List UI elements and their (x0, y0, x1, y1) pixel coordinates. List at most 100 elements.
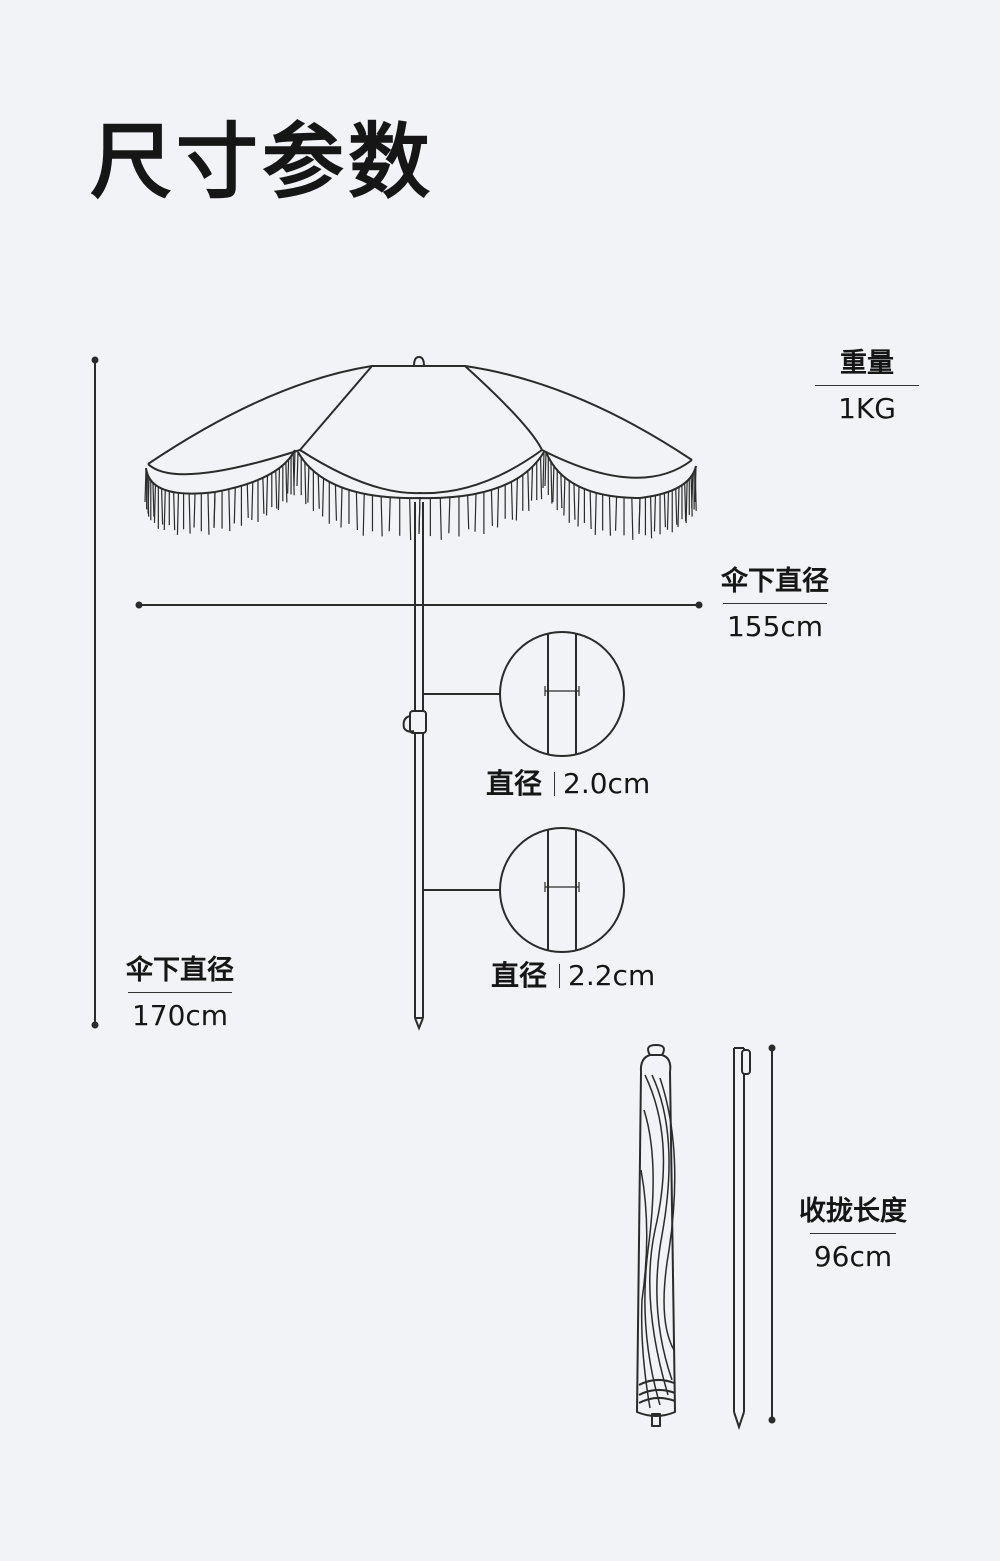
fringe-strand (467, 495, 470, 530)
fringe-strand (153, 484, 157, 523)
weight-label: 重量 (840, 348, 894, 379)
weight-rule (815, 385, 919, 386)
fringe-strand (296, 451, 299, 487)
lower-pole-diameter-label: 直径 (491, 959, 548, 992)
fringe-strand (539, 457, 543, 500)
canopy-diameter-value: 155cm (726, 610, 824, 643)
fringe-strand (285, 462, 288, 503)
fringe-strand (527, 470, 530, 511)
fringe-strand (213, 491, 216, 527)
fringe-strand (176, 492, 180, 535)
fringe-strand (409, 498, 412, 541)
folded-length-dimension-line (768, 1044, 776, 1424)
fringe-strand (496, 487, 500, 528)
folded-length-value: 96cm (813, 1240, 893, 1273)
lower-pole-diameter-value: 2.2cm (568, 959, 656, 992)
fringe-strand (251, 481, 254, 521)
fringe-strand (340, 487, 343, 528)
fringe-strand (675, 488, 678, 525)
fringe-strand (388, 497, 391, 532)
fringe-strand (144, 467, 147, 503)
lower-pole-detail (499, 827, 625, 953)
separator (559, 964, 561, 988)
total-height-rule (128, 992, 232, 993)
weight-spec: 重量 1KG (815, 345, 919, 428)
fringe-strand (608, 495, 612, 536)
fringe-strand (631, 497, 634, 540)
fringe-strand (638, 497, 641, 533)
upper-pole-detail (499, 631, 625, 757)
fringe-strand (677, 486, 680, 528)
umbrella-pole (402, 502, 427, 1031)
fringe-strand (334, 484, 338, 521)
fringe-strand (573, 483, 576, 520)
fringe-strand (474, 493, 477, 532)
fringe-strand (275, 470, 278, 509)
umbrella-canopy (145, 356, 697, 500)
fringe-strand (666, 491, 670, 530)
fringe-strand (228, 489, 231, 532)
folded-length-rule (810, 1233, 896, 1234)
fringe-strand (663, 493, 666, 528)
lower-pole-diameter: 直径 2.2cm (491, 956, 655, 996)
fringe-strand (193, 493, 196, 528)
fringe-strand (448, 497, 451, 534)
fringe-strand (307, 466, 310, 503)
canopy-diameter-rule (723, 603, 827, 604)
fringe-strand (321, 478, 325, 517)
fringe-strand (292, 453, 295, 496)
canopy-fringe (144, 449, 697, 541)
total-height-label: 伞下直径 (126, 955, 234, 986)
upper-pole-diameter-value: 2.0cm (563, 767, 651, 800)
fringe-strand (380, 496, 383, 537)
fringe-strand (515, 478, 518, 521)
folded-length-spec: 收拢长度 96cm (790, 1193, 916, 1276)
fringe-strand (147, 477, 150, 514)
fringe-strand (577, 486, 580, 527)
fringe-strand (653, 495, 657, 532)
fringe-strand (589, 491, 592, 530)
fringe-strand (173, 492, 176, 531)
fringe-strand (262, 477, 265, 514)
fringe-strand (490, 489, 494, 526)
fringe-strand (684, 483, 687, 522)
fringe-strand (560, 473, 563, 509)
fringe-strand (510, 481, 514, 520)
fringe-strand (544, 451, 547, 487)
height-dimension-line (91, 356, 99, 1029)
folded-pole (733, 1047, 751, 1431)
fringe-strand (594, 492, 597, 535)
fringe-strand (552, 466, 555, 503)
fringe-strand (233, 487, 236, 524)
total-height-spec: 伞下直径 170cm (117, 952, 243, 1035)
fringe-strand (317, 474, 320, 509)
folded-length-label: 收拢长度 (799, 1196, 907, 1227)
fringe-strand (685, 481, 688, 524)
fringe-strand (694, 465, 697, 503)
fringe-strand (691, 474, 694, 509)
fringe-strand (439, 497, 442, 540)
fringe-strand (355, 491, 358, 531)
fringe-strand (163, 489, 166, 531)
fringe-strand (649, 496, 653, 539)
fringe-strand (188, 493, 191, 534)
folded-umbrella (636, 1044, 676, 1427)
canopy-diameter-label: 伞下直径 (721, 566, 829, 597)
upper-pole-diameter: 直径 2.0cm (486, 764, 650, 804)
upper-pole-diameter-label: 直径 (486, 767, 543, 800)
canopy-width-dimension-line (135, 601, 703, 609)
fringe-strand (530, 466, 534, 501)
fringe-strand (246, 483, 249, 518)
page-title: 尺寸参数 (90, 115, 435, 210)
fringe-strand (418, 497, 421, 533)
canopy-diameter-spec: 伞下直径 155cm (712, 563, 838, 646)
fringe-strand (287, 459, 290, 494)
fringe-strand (304, 462, 307, 505)
fringe-strand (277, 467, 281, 511)
fringe-strand (293, 449, 296, 487)
fringe-strand (265, 475, 269, 516)
fringe-strand (550, 461, 553, 504)
fringe-strand (161, 488, 164, 525)
